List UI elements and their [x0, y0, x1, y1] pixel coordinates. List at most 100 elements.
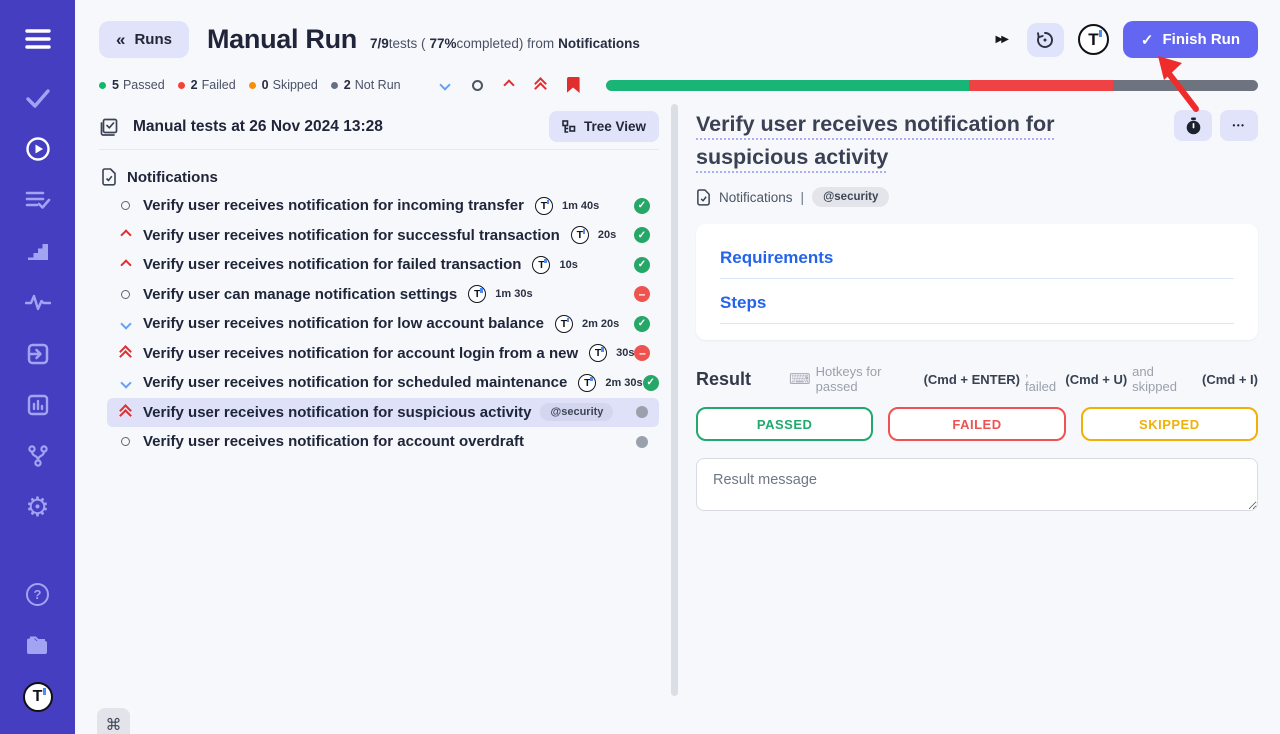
circle-icon — [472, 80, 483, 91]
priority-normal-filter[interactable] — [470, 78, 485, 93]
failed-badge-icon — [634, 345, 650, 361]
sidebar-item-analytics[interactable] — [20, 390, 56, 419]
account-logo-icon[interactable]: T — [1078, 24, 1109, 55]
testomat-logo-icon: T — [535, 197, 553, 215]
sidebar-item-runs[interactable] — [20, 134, 56, 163]
priority-high-filter[interactable] — [502, 78, 517, 93]
ellipsis-icon: ••• — [1233, 121, 1246, 130]
sidebar-item-tests[interactable] — [20, 83, 56, 112]
fast-forward-icon[interactable]: ▶▶ — [996, 34, 1007, 45]
help-button[interactable]: ? — [20, 580, 56, 609]
back-to-runs-button[interactable]: « Runs — [99, 21, 189, 58]
breadcrumb-separator: | — [801, 190, 805, 205]
test-title[interactable]: Verify user receives notification for su… — [696, 112, 1054, 169]
testomat-logo-icon: T — [468, 285, 486, 303]
timer-button[interactable] — [1027, 23, 1064, 57]
passed-badge-icon — [634, 257, 650, 273]
test-duration: 10s — [559, 259, 577, 271]
test-list-header: Manual tests at 26 Nov 2024 13:28 Tree V… — [99, 104, 659, 150]
sidebar-item-import[interactable] — [20, 339, 56, 368]
test-row[interactable]: Verify user receives notification for in… — [107, 191, 659, 221]
priority-filters — [438, 78, 581, 93]
stopwatch-icon — [1185, 117, 1202, 135]
passed-badge-icon — [634, 316, 650, 332]
tests-fraction: 7/9 — [370, 36, 389, 51]
outcome-buttons: PASSED FAILED SKIPPED — [696, 407, 1258, 441]
mark-skipped-button[interactable]: SKIPPED — [1081, 407, 1258, 441]
skipped-dot-icon — [249, 82, 256, 89]
priority-high-icon — [120, 230, 131, 241]
logo-icon: T — [23, 682, 53, 712]
passed-dot-icon — [99, 82, 106, 89]
check-icon: ✓ — [1141, 31, 1154, 49]
panel-scrollbar[interactable] — [671, 104, 678, 696]
test-row[interactable]: Verify user receives notification for lo… — [107, 309, 659, 339]
steps-section-toggle[interactable]: Steps — [720, 293, 1234, 324]
priority-critical-icon — [120, 405, 132, 419]
finish-run-button[interactable]: ✓ Finish Run — [1123, 21, 1258, 58]
not-run-badge-icon — [636, 436, 648, 448]
result-heading: Result — [696, 369, 751, 390]
failed-badge-icon — [634, 286, 650, 302]
test-row[interactable]: Verify user receives notification for ac… — [107, 427, 659, 457]
breadcrumb-suite[interactable]: Notifications — [719, 190, 793, 205]
suite-name: Notifications — [558, 36, 640, 51]
test-duration: 1m 30s — [495, 288, 532, 300]
chevrons-left-icon: « — [116, 30, 125, 50]
hamburger-menu-icon[interactable] — [20, 24, 56, 53]
priority-normal-icon — [121, 437, 130, 446]
mark-failed-button[interactable]: FAILED — [888, 407, 1065, 441]
priority-low-filter[interactable] — [438, 78, 453, 93]
priority-critical-filter[interactable] — [534, 78, 549, 93]
sidebar-item-pulse[interactable] — [20, 288, 56, 317]
failed-dot-icon — [178, 82, 185, 89]
page-title: Manual Run — [207, 24, 357, 55]
app-logo[interactable]: T — [20, 682, 56, 712]
progress-failed-segment — [969, 80, 1114, 91]
start-timer-button[interactable] — [1174, 110, 1212, 141]
progress-passed-segment — [606, 80, 969, 91]
main-area: « Runs Manual Run 7/9tests (77%completed… — [75, 0, 1280, 734]
test-sections-card: Requirements Steps — [696, 224, 1258, 340]
tree-view-button[interactable]: Tree View — [549, 111, 659, 142]
summary-not-run: 2Not Run — [331, 78, 401, 92]
breadcrumb: Notifications | @security — [696, 187, 1258, 207]
sidebar-item-steps[interactable] — [20, 237, 56, 266]
hotkeys-hint: ⌨ Hotkeys for passed (Cmd + ENTER) , fai… — [789, 364, 1258, 394]
top-bar: « Runs Manual Run 7/9tests (77%completed… — [75, 0, 1280, 70]
suite-row[interactable]: Notifications — [99, 163, 659, 191]
security-tag[interactable]: @security — [812, 187, 889, 207]
requirements-section-toggle[interactable]: Requirements — [720, 248, 1234, 279]
run-progress-summary: 7/9tests (77%completed) fromNotification… — [370, 36, 640, 51]
priority-low-icon — [120, 377, 131, 388]
chevron-up-icon — [503, 79, 514, 90]
test-list-panel: Manual tests at 26 Nov 2024 13:28 Tree V… — [99, 104, 659, 457]
priority-blocker-filter[interactable] — [566, 78, 581, 93]
summary-failed: 2Failed — [178, 78, 236, 92]
result-message-input[interactable] — [696, 458, 1258, 511]
test-duration: 2m 30s — [605, 377, 642, 389]
test-row[interactable]: Verify user receives notification for su… — [107, 221, 659, 251]
summary-passed: 5Passed — [99, 78, 165, 92]
more-actions-button[interactable]: ••• — [1220, 110, 1258, 141]
testomat-logo-icon: T — [578, 374, 596, 392]
command-key-button[interactable]: ⌘ — [97, 708, 130, 734]
test-tree: Notifications Verify user receives notif… — [99, 163, 659, 457]
test-row[interactable]: Verify user receives notification for fa… — [107, 250, 659, 280]
sidebar-item-plans[interactable] — [20, 186, 56, 215]
sidebar-item-settings[interactable]: ⚙ — [20, 493, 56, 522]
mark-passed-button[interactable]: PASSED — [696, 407, 873, 441]
testomat-logo-icon: T — [589, 344, 607, 362]
sidebar-item-branches[interactable] — [20, 441, 56, 470]
sidebar-item-projects[interactable] — [20, 631, 56, 660]
priority-normal-icon — [121, 290, 130, 299]
run-progress-bar — [606, 80, 1258, 91]
test-row[interactable]: Verify user receives notification for ac… — [107, 339, 659, 369]
suite-label: Notifications — [127, 169, 218, 186]
test-row-selected[interactable]: Verify user receives notification for su… — [107, 398, 659, 428]
test-row[interactable]: Verify user receives notification for sc… — [107, 368, 659, 398]
priority-low-icon — [120, 318, 131, 329]
test-row[interactable]: Verify user can manage notification sett… — [107, 280, 659, 310]
not-run-dot-icon — [331, 82, 338, 89]
testomat-logo-icon: T — [532, 256, 550, 274]
